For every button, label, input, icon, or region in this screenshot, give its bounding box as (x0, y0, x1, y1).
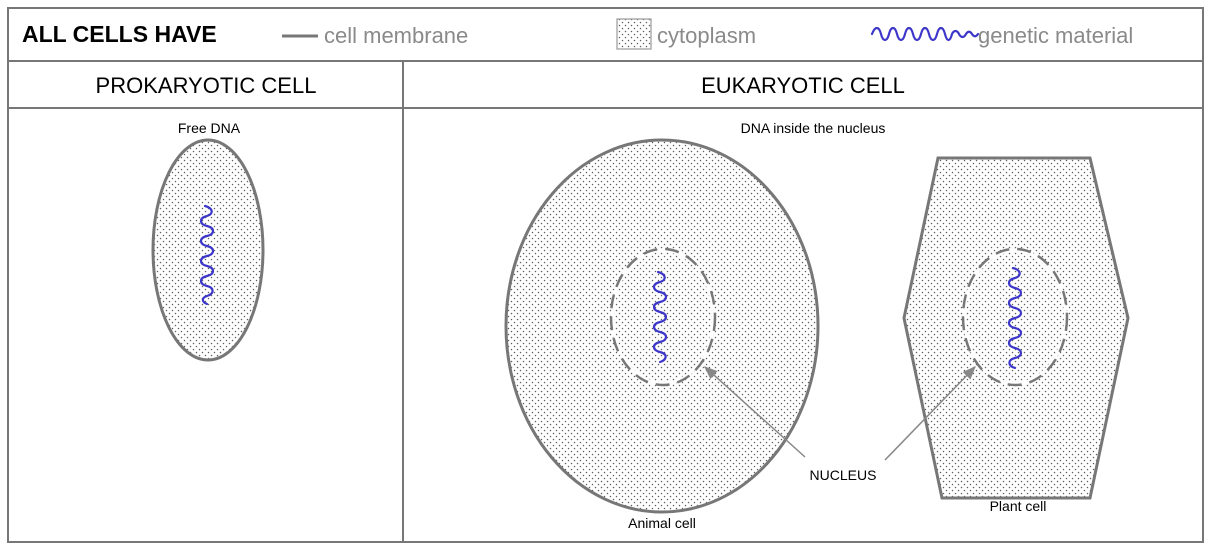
plant-dna-icon (1007, 266, 1023, 370)
animal-dna-icon (652, 270, 668, 364)
legend-genetic-material: genetic material (978, 23, 1133, 48)
eukaryotic-title: EUKARYOTIC CELL (701, 73, 905, 98)
prokaryotic-title: PROKARYOTIC CELL (96, 73, 317, 98)
nucleus-label: NUCLEUS (810, 467, 877, 483)
legend-cytoplasm: cytoplasm (657, 23, 756, 48)
nucleus-arrow-plant (884, 366, 976, 461)
dna-squiggle-icon (870, 26, 980, 42)
diagram-frame (7, 7, 1204, 543)
animal-nucleus-interior (614, 252, 712, 382)
dna-inside-nucleus-caption: DNA inside the nucleus (741, 120, 886, 136)
header-title: ALL CELLS HAVE (22, 21, 217, 47)
free-dna-caption: Free DNA (178, 120, 241, 136)
legend-cell-membrane: cell membrane (324, 23, 468, 48)
prokaryotic-cell-membrane (151, 138, 265, 362)
plant-cell-label: Plant cell (990, 498, 1047, 514)
nucleus-arrow-animal (703, 366, 806, 458)
cytoplasm-swatch-icon (616, 18, 652, 50)
animal-cell-label: Animal cell (628, 515, 696, 531)
prokaryotic-dna-icon (199, 204, 215, 306)
